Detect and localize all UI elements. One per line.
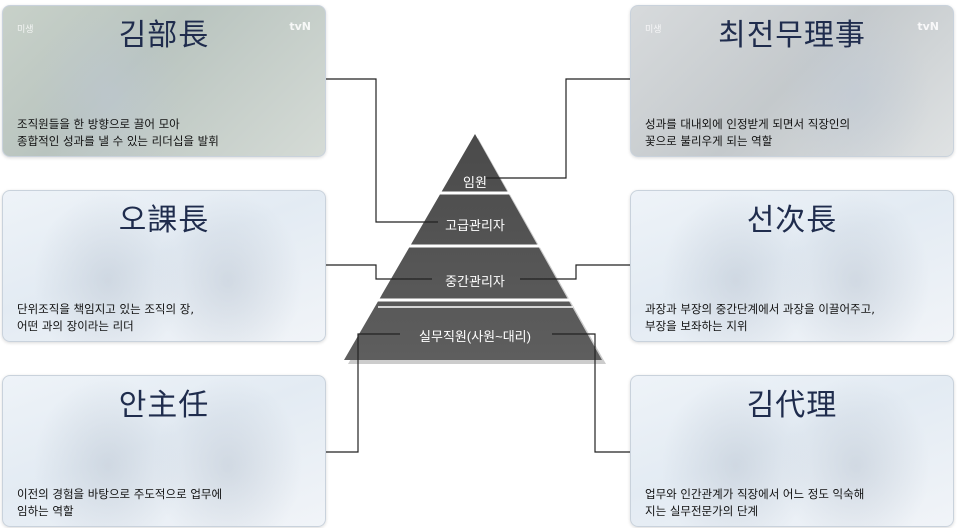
- connector-kim-bujang: [324, 78, 438, 223]
- card-title: 최전무理事: [718, 18, 866, 53]
- description-line: 성과를 대내외에 인정받게 되면서 직장인의: [645, 117, 851, 131]
- character-illustration: [781, 376, 931, 526]
- card-title: 선次長: [746, 203, 838, 238]
- character-illustration: [33, 6, 183, 156]
- pyramid-level-executive: 임원: [463, 175, 487, 190]
- card-description: 이전의 경험을 바탕으로 주도적으로 업무에 임하는 역할: [17, 486, 317, 520]
- pyramid-level-middle-manager: 중간관리자: [445, 274, 505, 289]
- connector-an-juim: [324, 333, 400, 453]
- card-description: 과장과 부장의 중간단계에서 과장을 이끌어주고, 부장을 보좌하는 지위: [645, 301, 945, 335]
- connector-oh-gwajang: [324, 264, 432, 280]
- description-line: 업무와 인간관계가 직장에서 어느 정도 익숙해: [645, 487, 865, 501]
- card-kim-daeri: 김代理 업무와 인간관계가 직장에서 어느 정도 익숙해 지는 실무전문가의 단…: [630, 375, 954, 527]
- description-line: 조직원들을 한 방향으로 끌어 모아: [17, 117, 180, 131]
- tvn-logo: tvN: [917, 20, 939, 33]
- pyramid-level-staff: 실무직원(사원~대리): [419, 329, 531, 344]
- connector-seon-chajang: [520, 264, 630, 280]
- description-line: 종합적인 성과를 낼 수 있는 리더십을 발휘: [17, 134, 219, 148]
- card-seon-chajang: 선次長 과장과 부장의 중간단계에서 과장을 이끌어주고, 부장을 보좌하는 지…: [630, 190, 954, 342]
- show-logo: 미생: [645, 25, 662, 35]
- card-title: 오課長: [118, 203, 210, 238]
- card-oh-gwajang: 오課長 단위조직을 책임지고 있는 조직의 장, 어떤 과의 장이라는 리더: [2, 190, 326, 342]
- description-line: 단위조직을 책임지고 있는 조직의 장,: [17, 302, 194, 316]
- connector-choi-jeonmu: [486, 78, 630, 179]
- character-illustration: [153, 191, 303, 341]
- card-description: 단위조직을 책임지고 있는 조직의 장, 어떤 과의 장이라는 리더: [17, 301, 317, 335]
- card-title: 김部長: [118, 18, 210, 53]
- card-description: 업무와 인간관계가 직장에서 어느 정도 익숙해 지는 실무전문가의 단계: [645, 486, 945, 520]
- card-title: 김代理: [746, 388, 838, 423]
- character-illustration: [781, 6, 931, 156]
- card-kim-bujang: 미생 tvN 김部長 조직원들을 한 방향으로 끌어 모아 종합적인 성과를 낼…: [2, 5, 326, 157]
- description-line: 과장과 부장의 중간단계에서 과장을 이끌어주고,: [645, 302, 875, 316]
- card-title: 안主任: [118, 388, 210, 423]
- description-line: 임하는 역할: [17, 504, 74, 518]
- card-an-juim: 안主任 이전의 경험을 바탕으로 주도적으로 업무에 임하는 역할: [2, 375, 326, 527]
- pyramid-level-senior-manager: 고급관리자: [445, 218, 505, 233]
- character-illustration: [153, 376, 303, 526]
- card-description: 조직원들을 한 방향으로 끌어 모아 종합적인 성과를 낼 수 있는 리더십을 …: [17, 116, 317, 150]
- show-logo: 미생: [17, 25, 34, 35]
- card-choi-jeonmu: 미생 tvN 최전무理事 성과를 대내외에 인정받게 되면서 직장인의 꽃으로 …: [630, 5, 954, 157]
- description-line: 어떤 과의 장이라는 리더: [17, 319, 134, 333]
- card-description: 성과를 대내외에 인정받게 되면서 직장인의 꽃으로 불리우게 되는 역할: [645, 116, 945, 150]
- description-line: 지는 실무전문가의 단계: [645, 504, 759, 518]
- connector-kim-daeri: [552, 333, 630, 453]
- tvn-logo: tvN: [289, 20, 311, 33]
- description-line: 이전의 경험을 바탕으로 주도적으로 업무에: [17, 487, 223, 501]
- description-line: 부장을 보좌하는 지위: [645, 319, 748, 333]
- character-illustration: [781, 191, 931, 341]
- description-line: 꽃으로 불리우게 되는 역할: [645, 134, 773, 148]
